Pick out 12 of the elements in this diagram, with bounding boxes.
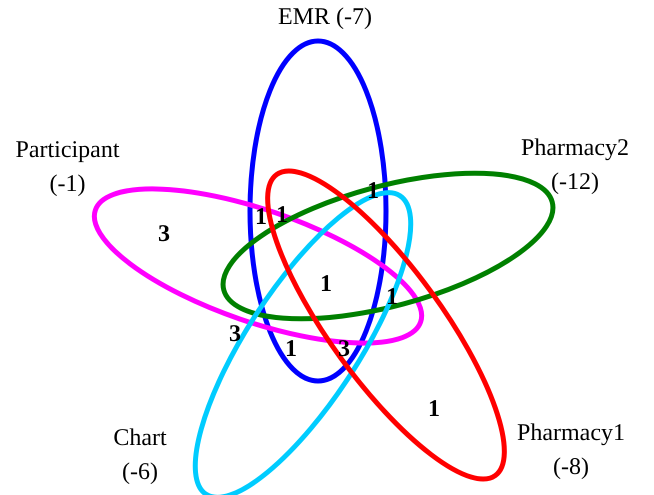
set-label: Pharmacy1 (-8) bbox=[516, 419, 626, 482]
region-count: 1 bbox=[428, 397, 440, 421]
set-label: EMR (-7) bbox=[277, 3, 373, 32]
region-count: 3 bbox=[229, 322, 241, 346]
set-label: Participant (-1) bbox=[14, 136, 120, 199]
region-count: 3 bbox=[158, 222, 170, 246]
region-count: 1 bbox=[367, 179, 379, 203]
region-count: 1 bbox=[255, 205, 267, 229]
region-count: 1 bbox=[320, 272, 332, 296]
set-label: Pharmacy2 (-12) bbox=[520, 134, 630, 197]
set-label: Chart (-6) bbox=[112, 424, 168, 487]
region-count: 1 bbox=[285, 337, 297, 361]
